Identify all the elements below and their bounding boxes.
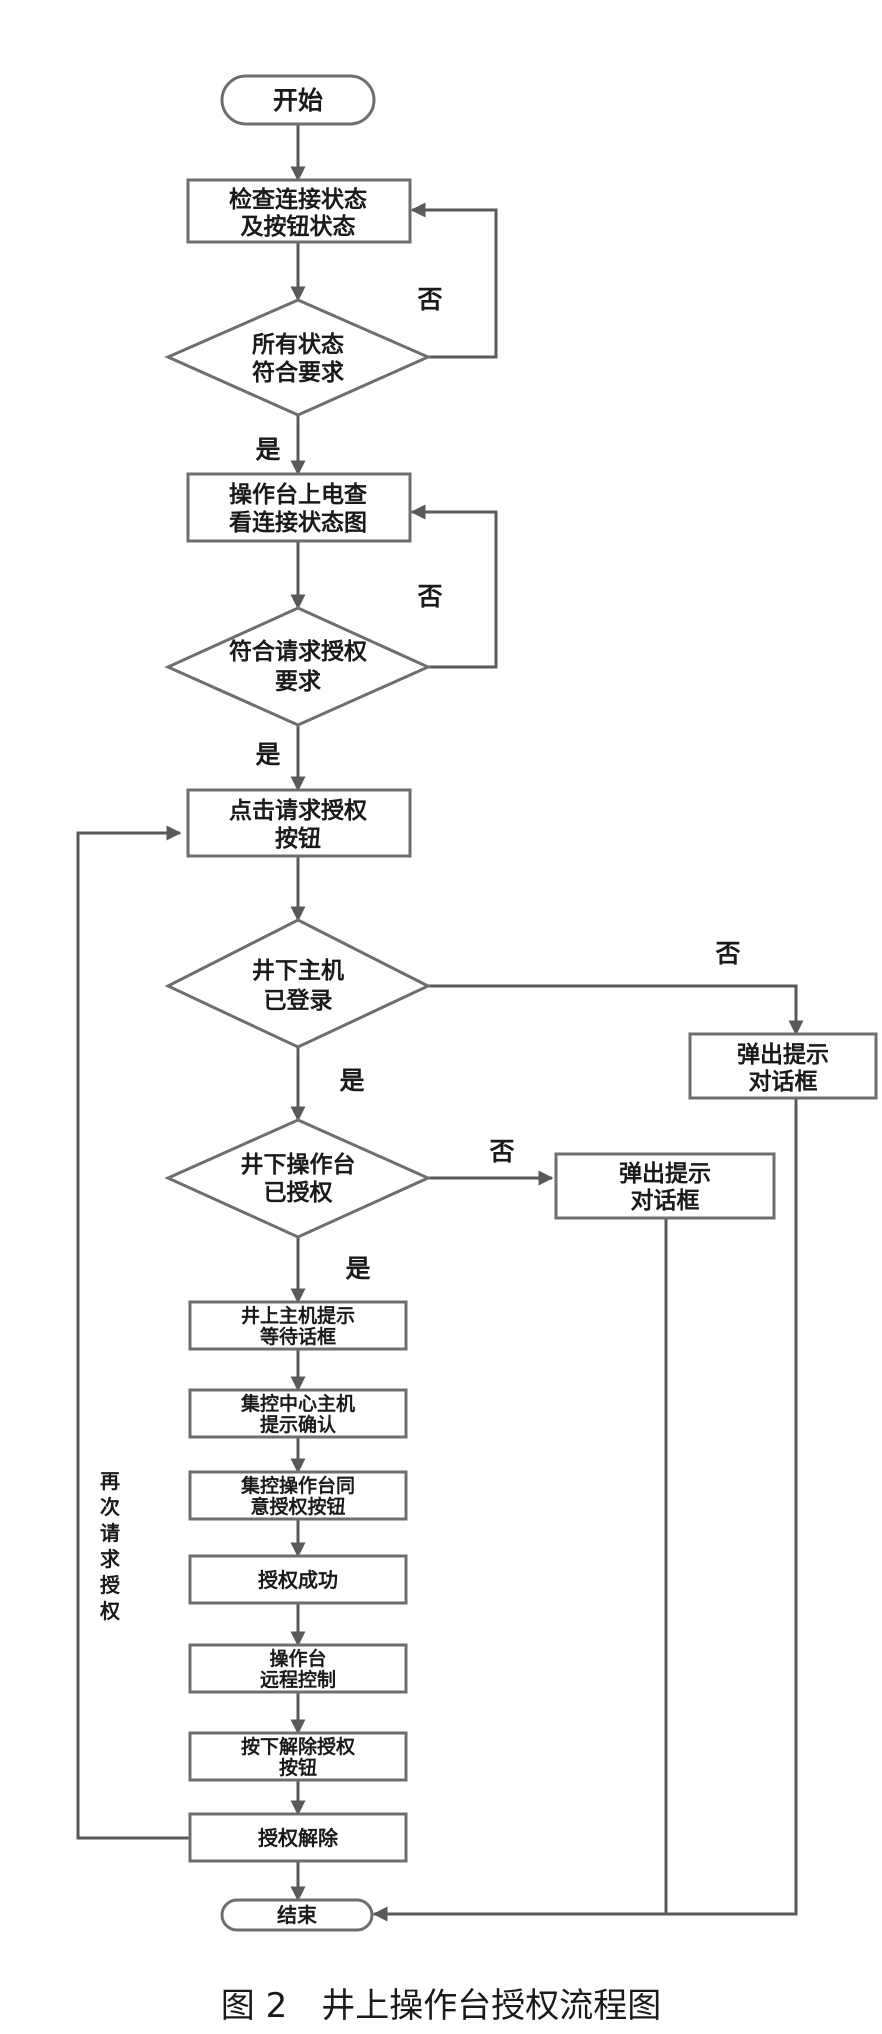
svg-text:井上主机提示: 井上主机提示 — [241, 1304, 355, 1327]
host-logged-decision: 井下主机 已登录 — [164, 918, 432, 1049]
svg-text:集控操作台同: 集控操作台同 — [240, 1474, 355, 1497]
label-no-4: 否 — [488, 1137, 514, 1166]
svg-text:要求: 要求 — [275, 669, 321, 695]
svg-text:已登录: 已登录 — [264, 988, 333, 1014]
svg-text:看连接状态图: 看连接状态图 — [229, 509, 367, 536]
label-yes-2: 是 — [255, 740, 280, 769]
label-no-2: 否 — [416, 582, 442, 611]
svg-text:弹出提示: 弹出提示 — [619, 1160, 711, 1187]
start-node: 开始 — [220, 74, 376, 126]
end-node: 结束 — [220, 1898, 374, 1932]
svg-text:求: 求 — [100, 1547, 121, 1571]
svg-text:检查连接状态: 检查连接状态 — [229, 186, 367, 213]
svg-text:开始: 开始 — [273, 86, 323, 115]
svg-text:等待话框: 等待话框 — [259, 1325, 336, 1348]
svg-text:远程控制: 远程控制 — [260, 1668, 336, 1691]
svg-text:点击请求授权: 点击请求授权 — [229, 798, 367, 824]
check-state-box: 检查连接状态 及按钮状态 — [186, 178, 412, 244]
label-yes-1: 是 — [255, 435, 280, 464]
svg-text:结束: 结束 — [277, 1903, 318, 1927]
svg-text:符合要求: 符合要求 — [252, 359, 344, 386]
svg-text:按钮: 按钮 — [275, 825, 321, 852]
label-yes-3: 是 — [339, 1066, 364, 1095]
svg-text:对话框: 对话框 — [631, 1188, 700, 1214]
svg-text:权: 权 — [99, 1599, 121, 1623]
connectors — [76, 125, 804, 1922]
svg-text:授权成功: 授权成功 — [258, 1568, 338, 1592]
label-no-3: 否 — [714, 939, 740, 968]
svg-text:授权解除: 授权解除 — [258, 1826, 339, 1850]
popup-box-1: 弹出提示 对话框 — [688, 1032, 878, 1100]
label-yes-4: 是 — [345, 1254, 370, 1283]
svg-text:按钮: 按钮 — [279, 1756, 317, 1779]
svg-text:及按钮状态: 及按钮状态 — [241, 213, 356, 240]
up-host-wait-box: 井上主机提示 等待话框 — [188, 1300, 408, 1351]
center-agree-box: 集控操作台同 意授权按钮 — [188, 1470, 408, 1521]
all-ok-decision: 所有状态 符合要求 — [164, 298, 432, 417]
center-confirm-box: 集控中心主机 提示确认 — [188, 1388, 408, 1439]
svg-text:按下解除授权: 按下解除授权 — [241, 1735, 355, 1758]
figure-caption: 图 2 井上操作台授权流程图 — [220, 1986, 662, 2026]
svg-text:对话框: 对话框 — [749, 1069, 818, 1095]
label-no-1: 否 — [416, 285, 442, 314]
auth-success-box: 授权成功 — [188, 1554, 408, 1605]
remote-control-box: 操作台 远程控制 — [188, 1643, 408, 1694]
svg-text:井下主机: 井下主机 — [252, 958, 344, 984]
request-ok-decision: 符合请求授权 要求 — [164, 606, 432, 727]
retry-label: 再 次 请 求 授 权 — [99, 1469, 121, 1623]
svg-text:所有状态: 所有状态 — [252, 331, 344, 358]
svg-text:井下操作台: 井下操作台 — [241, 1151, 356, 1178]
svg-text:再: 再 — [100, 1469, 120, 1493]
svg-text:符合请求授权: 符合请求授权 — [229, 638, 367, 665]
svg-text:弹出提示: 弹出提示 — [737, 1041, 829, 1068]
svg-text:授: 授 — [100, 1573, 121, 1597]
svg-text:意授权按钮: 意授权按钮 — [250, 1495, 345, 1518]
click-request-box: 点击请求授权 按钮 — [186, 788, 412, 858]
popup-box-2: 弹出提示 对话框 — [554, 1152, 776, 1220]
auth-released-box: 授权解除 — [188, 1812, 408, 1863]
svg-text:次: 次 — [100, 1495, 120, 1519]
power-on-box: 操作台上电查 看连接状态图 — [186, 472, 412, 543]
svg-text:操作台: 操作台 — [269, 1647, 326, 1670]
svg-text:已授权: 已授权 — [264, 1180, 333, 1206]
press-release-box: 按下解除授权 按钮 — [188, 1731, 408, 1782]
svg-text:请: 请 — [100, 1521, 120, 1545]
svg-text:操作台上电查: 操作台上电查 — [229, 481, 367, 508]
svg-text:集控中心主机: 集控中心主机 — [240, 1392, 355, 1415]
console-auth-decision: 井下操作台 已授权 — [164, 1118, 432, 1239]
svg-text:提示确认: 提示确认 — [260, 1413, 336, 1436]
